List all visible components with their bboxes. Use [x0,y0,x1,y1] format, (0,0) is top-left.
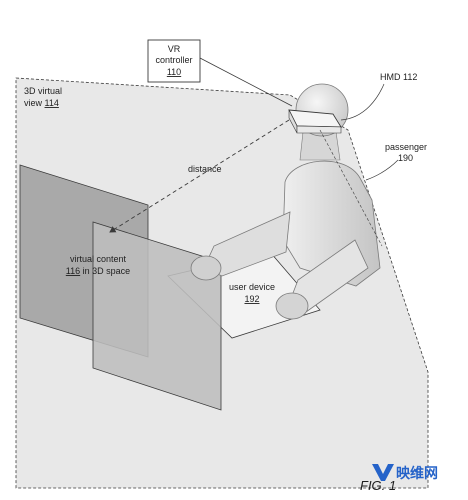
passenger-figure [190,83,381,320]
watermark-logo: 映维网 [372,464,438,482]
vr-controller-box [147,39,201,83]
virtual-view-label-1: 3D virtual [24,86,62,96]
distance-arrow [109,119,290,233]
watermark-text: 映维网 [396,465,438,482]
user-device-label: user device [229,282,275,292]
view-cone-line-1 [319,129,383,247]
vr-controller-ref: 110 [167,67,181,77]
passenger-label: passenger [385,142,427,152]
virtual-content-label-2: 116 in 3D space [66,266,130,276]
hmd-label: HMD 112 [380,72,417,82]
figure-caption: FIG. 1 [360,478,396,493]
watermark-v-icon [372,464,394,481]
virtual-view-label-2: view 114 [24,98,59,108]
user-device-ref: 192 [244,294,259,304]
virtual-content-label-1: virtual content [70,254,127,264]
right-hand [275,292,309,320]
vr-controller-label-1: VR [168,44,181,54]
controller-link-line [199,57,293,107]
hmd-leader-line [340,83,385,121]
virtual-content-panel-front [92,221,222,411]
passenger-leader-line [365,159,399,181]
passenger-ref: 190 [398,153,413,163]
left-hand [190,255,222,281]
hmd-headset [288,109,342,134]
distance-label: distance [188,164,222,174]
vr-controller-label-2: controller [155,55,192,65]
